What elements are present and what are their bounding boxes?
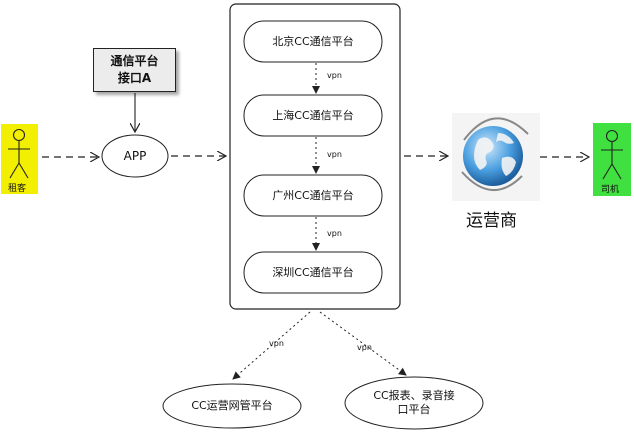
app-node	[101, 134, 169, 178]
platform-node-shanghai	[243, 94, 383, 137]
report-platform-node	[344, 376, 484, 430]
globe-icon	[452, 113, 540, 201]
customer-label: 租客	[8, 184, 27, 194]
platform-label-shenzhen: 深圳CC通信平台	[272, 265, 354, 279]
vpn-arrow-to-mgmt	[232, 311, 311, 380]
platform-label-guangzhou: 广州CC通信平台	[272, 188, 354, 202]
vpn-label-5: vpn	[357, 343, 372, 352]
customer-stick-figure-icon	[8, 128, 30, 179]
platform-node-guangzhou	[243, 174, 383, 217]
mgmt-platform-node	[162, 383, 302, 429]
interface-box-line1: 通信平台	[110, 54, 159, 68]
vpn-label-2: vpn	[327, 150, 342, 159]
platform-label-beijing: 北京CC通信平台	[272, 34, 354, 48]
app-label: APP	[123, 149, 147, 163]
platform-label-shanghai: 上海CC通信平台	[272, 108, 354, 122]
interface-box-line2: 接口A	[117, 71, 152, 85]
report-label-line2: 口平台	[397, 403, 431, 416]
mgmt-platform-label: CC运营网管平台	[191, 399, 273, 412]
vpn-label-4: vpn	[269, 339, 284, 348]
central-platform-container	[229, 3, 401, 310]
vpn-label-3: vpn	[327, 229, 342, 238]
vpn-label-1: vpn	[327, 71, 342, 80]
operator-label: 运营商	[466, 211, 517, 231]
driver-label: 司机	[601, 185, 620, 195]
platform-node-shenzhen	[243, 251, 383, 294]
report-label-line1: CC报表、录音接	[373, 389, 455, 402]
driver-stick-figure-icon	[601, 129, 623, 180]
interface-a-box: 通信平台 接口A	[93, 48, 176, 92]
platform-node-beijing	[243, 20, 383, 63]
report-platform-label: CC报表、录音接 口平台	[345, 385, 483, 421]
